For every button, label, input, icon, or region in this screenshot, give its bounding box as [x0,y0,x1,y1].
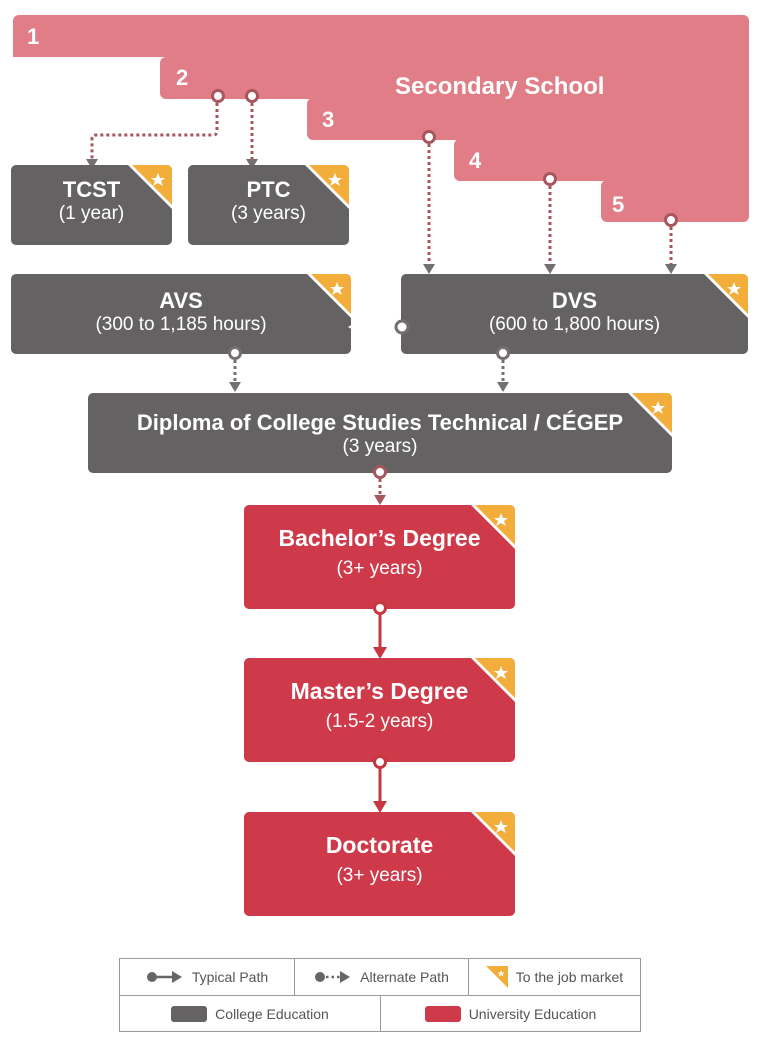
legend-college-education: College Education [120,996,381,1032]
step-number-4: 4 [469,148,482,173]
doctorate-duration: (3+ years) [336,865,423,886]
step-number-2: 2 [176,65,189,90]
dcs-box: Diploma of College Studies Technical / C… [88,393,672,473]
alternate-path-arrow-dcs-bachelor [374,479,386,505]
connector-start [211,89,225,103]
step-number-5: 5 [612,192,625,217]
dvs-box: DVS (600 to 1,800 hours) [401,274,748,354]
connector-start [373,465,387,479]
step-number-3: 3 [322,107,335,132]
job-market-star-icon [471,658,515,702]
alternate-path-arrow-avs-dcs [229,360,241,392]
alternate-path-arrow-dvs-avs [348,319,410,335]
legend-college-label: College Education [215,1006,329,1022]
alternate-path-arrow-ptc [246,103,258,169]
job-market-star-icon [307,274,351,318]
job-market-star-icon [128,165,172,209]
job-market-star-icon [471,505,515,549]
connector-start [373,601,387,615]
avs-duration: (300 to 1,185 hours) [95,314,267,335]
job-market-star-icon [704,274,748,318]
master-title: Master’s Degree [290,678,469,704]
step-number-1: 1 [27,24,40,49]
secondary-school-title: Secondary School [395,73,605,100]
doctorate-box: Doctorate (3+ years) [244,812,515,916]
typical-path-arrow-master-doctorate [373,769,387,813]
stair-step-4 [454,139,749,181]
connector-start [422,130,436,144]
legend-alternate-path: Alternate Path [295,959,469,996]
typical-path-icon [146,971,182,983]
college-swatch [171,1006,208,1022]
legend-typical-path: Typical Path [120,959,295,996]
legend: Typical Path Alternate Path To the job m… [119,958,641,1032]
alternate-path-arrow-dvs-dcs [497,360,509,392]
bachelor-title: Bachelor’s Degree [278,525,481,551]
doctorate-title: Doctorate [325,832,434,858]
alternate-path-icon [315,971,351,983]
connector-start [543,172,557,186]
dvs-title: DVS [551,288,598,313]
ptc-box: PTC (3 years) [188,165,349,245]
connector-start [228,346,242,360]
dvs-duration: (600 to 1,800 hours) [488,314,661,335]
connector-start [373,755,387,769]
ptc-title: PTC [246,177,291,202]
stair-step-3 [307,98,749,140]
legend-job-market: To the job market [469,959,640,996]
legend-typical-label: Typical Path [191,969,269,985]
dcs-title: Diploma of College Studies Technical / C… [136,410,624,435]
legend-alternate-label: Alternate Path [360,969,449,985]
tcst-box: TCST (1 year) [11,165,172,245]
job-market-star-icon [485,966,508,988]
alternate-path-arrow-tcst [86,103,219,169]
legend-university-education: University Education [381,996,640,1032]
alternate-path-arrow-step3-dvs [423,144,435,274]
connector-start [245,89,259,103]
dcs-duration: (3 years) [342,436,418,457]
tcst-duration: (1 year) [58,203,125,224]
legend-job-label: To the job market [515,969,624,985]
ptc-duration: (3 years) [231,203,306,224]
tcst-title: TCST [62,177,121,202]
master-duration: (1.5-2 years) [325,711,434,732]
avs-box: AVS (300 to 1,185 hours) [11,274,351,354]
job-market-star-icon [628,393,672,437]
master-box: Master’s Degree (1.5-2 years) [244,658,515,762]
connector-start [496,346,510,360]
alternate-path-arrow-step4-dvs [544,186,556,274]
typical-path-arrow-bachelor-master [373,615,387,659]
job-market-star-icon [471,812,515,856]
connector-start [664,213,678,227]
avs-title: AVS [159,288,203,313]
job-market-star-icon [305,165,349,209]
bachelor-duration: (3+ years) [336,558,423,579]
legend-university-label: University Education [468,1006,597,1022]
university-swatch [424,1006,461,1022]
stair-step-1-bottom [13,40,163,57]
bachelor-box: Bachelor’s Degree (3+ years) [244,505,515,609]
alternate-path-arrow-step5-dvs [665,227,677,274]
stair-right-edge [709,15,749,222]
